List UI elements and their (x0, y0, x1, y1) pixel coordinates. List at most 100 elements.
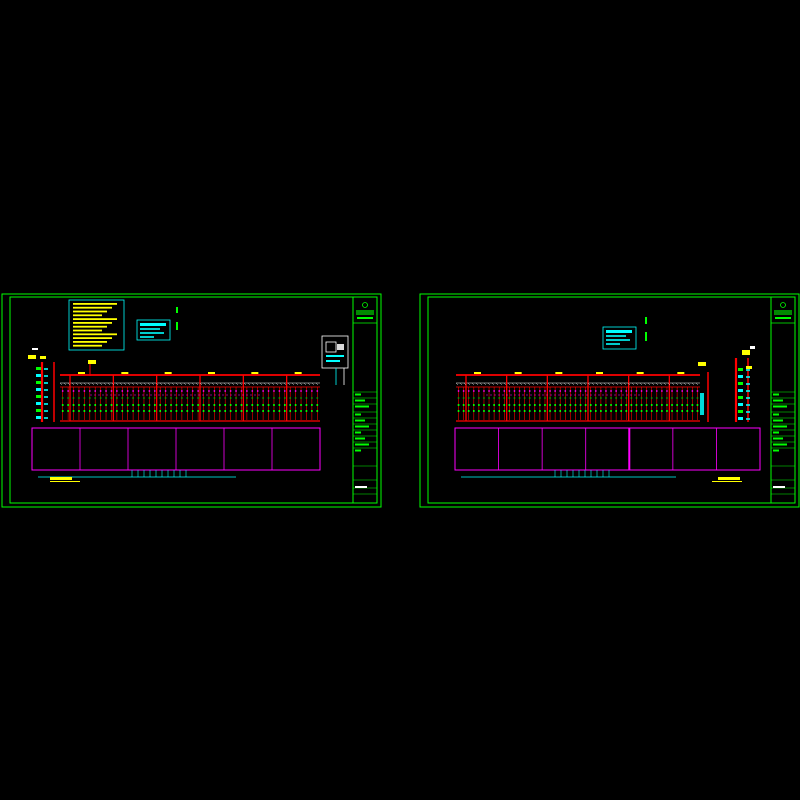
flow-marker (208, 404, 210, 406)
pipe-size-label (677, 372, 685, 374)
ceiling-hatch (563, 382, 567, 386)
sprinkler-head (251, 397, 254, 399)
flow-marker (457, 404, 460, 406)
sprinkler-head (294, 397, 297, 399)
scale-bar (50, 477, 80, 482)
flow-marker (645, 404, 648, 406)
pipe-size-label (208, 372, 215, 374)
flow-marker (483, 404, 485, 406)
flow-marker (635, 410, 638, 412)
ceiling-hatch (235, 382, 239, 386)
sprinkler-head (488, 390, 490, 392)
note-text-line (73, 310, 107, 313)
ceiling-hatch (267, 382, 271, 386)
sprinkler-head (83, 390, 86, 392)
sprinkler-head (267, 397, 270, 399)
valve-symbol (738, 417, 743, 420)
sprinkler-head (554, 390, 557, 392)
sprinkler-head (283, 390, 286, 392)
flow-marker (488, 404, 490, 406)
sprinkler-head (686, 397, 689, 399)
flow-marker (181, 404, 183, 406)
flow-marker (191, 404, 194, 406)
ceiling-hatch (571, 382, 575, 386)
sprinkler-head (159, 397, 162, 399)
flow-marker (503, 410, 506, 412)
sprinkler-head (289, 397, 292, 399)
ceiling-hatch (611, 382, 615, 386)
flow-marker (110, 410, 113, 412)
valve-tag (44, 368, 48, 370)
flow-marker (110, 404, 113, 406)
note-text-line (73, 303, 117, 305)
flow-marker (213, 404, 216, 406)
ceiling-hatch (299, 382, 303, 386)
flow-marker (88, 404, 91, 406)
flow-marker (267, 410, 270, 412)
notes-box (68, 299, 125, 351)
sprinkler-head (528, 390, 531, 392)
sprinkler-head (170, 390, 172, 392)
flow-marker (256, 404, 259, 406)
flow-marker (503, 404, 506, 406)
sprinkler-head (462, 397, 465, 399)
flow-marker (246, 410, 248, 412)
flow-marker (170, 404, 172, 406)
flow-marker (528, 410, 531, 412)
ceiling-hatch (471, 382, 475, 386)
flow-marker (99, 410, 102, 412)
sprinkler-head (513, 397, 516, 399)
sprinkler-head (262, 390, 265, 392)
ceiling-hatch (595, 382, 599, 386)
valve-tag (746, 418, 750, 420)
flow-marker (472, 404, 475, 406)
sprinkler-head (180, 390, 183, 392)
valve-tag (44, 382, 48, 384)
flow-marker (67, 404, 69, 406)
sprinkler-head (153, 390, 156, 392)
flow-marker (645, 410, 648, 412)
flow-marker (696, 404, 699, 406)
flow-marker (246, 404, 248, 406)
flow-marker (533, 410, 536, 412)
flow-marker (278, 410, 281, 412)
valve-symbol (738, 403, 743, 406)
flow-marker (513, 404, 516, 406)
ceiling-hatch (259, 382, 263, 386)
sprinkler-head (508, 390, 511, 392)
sprinkler-head (180, 397, 183, 399)
flow-marker (83, 404, 86, 406)
ceiling-hatch (591, 382, 595, 386)
flow-marker (240, 410, 243, 412)
sheet-left (1, 293, 382, 508)
sprinkler-head (316, 390, 319, 392)
flow-marker (686, 410, 689, 412)
flow-marker (175, 404, 178, 406)
ceiling-hatch (475, 382, 479, 386)
flow-marker (61, 410, 64, 412)
ceiling-hatch (295, 382, 299, 386)
sprinkler-head (121, 397, 124, 399)
title-row-text (773, 449, 779, 452)
ceiling-hatch (223, 382, 227, 386)
flow-marker (311, 410, 313, 412)
sprinkler-head (229, 390, 232, 392)
sprinkler-head (240, 390, 243, 392)
ceiling-hatch (543, 382, 547, 386)
sprinkler-head (493, 390, 496, 392)
title-row-text (355, 443, 369, 446)
flow-marker (457, 410, 460, 412)
ceiling-hatch (503, 382, 507, 386)
note-text-line (73, 341, 107, 343)
sprinkler-head (273, 390, 275, 392)
sprinkler-head (620, 390, 623, 392)
riser-left (28, 348, 96, 422)
flow-marker (467, 404, 470, 406)
ceiling-hatch (631, 382, 635, 386)
sprinkler-head (477, 397, 480, 399)
flow-marker (213, 410, 216, 412)
scale-bar (712, 477, 742, 482)
ceiling-hatch (291, 382, 295, 386)
sprinkler-head (498, 390, 501, 392)
flow-marker (137, 410, 140, 412)
